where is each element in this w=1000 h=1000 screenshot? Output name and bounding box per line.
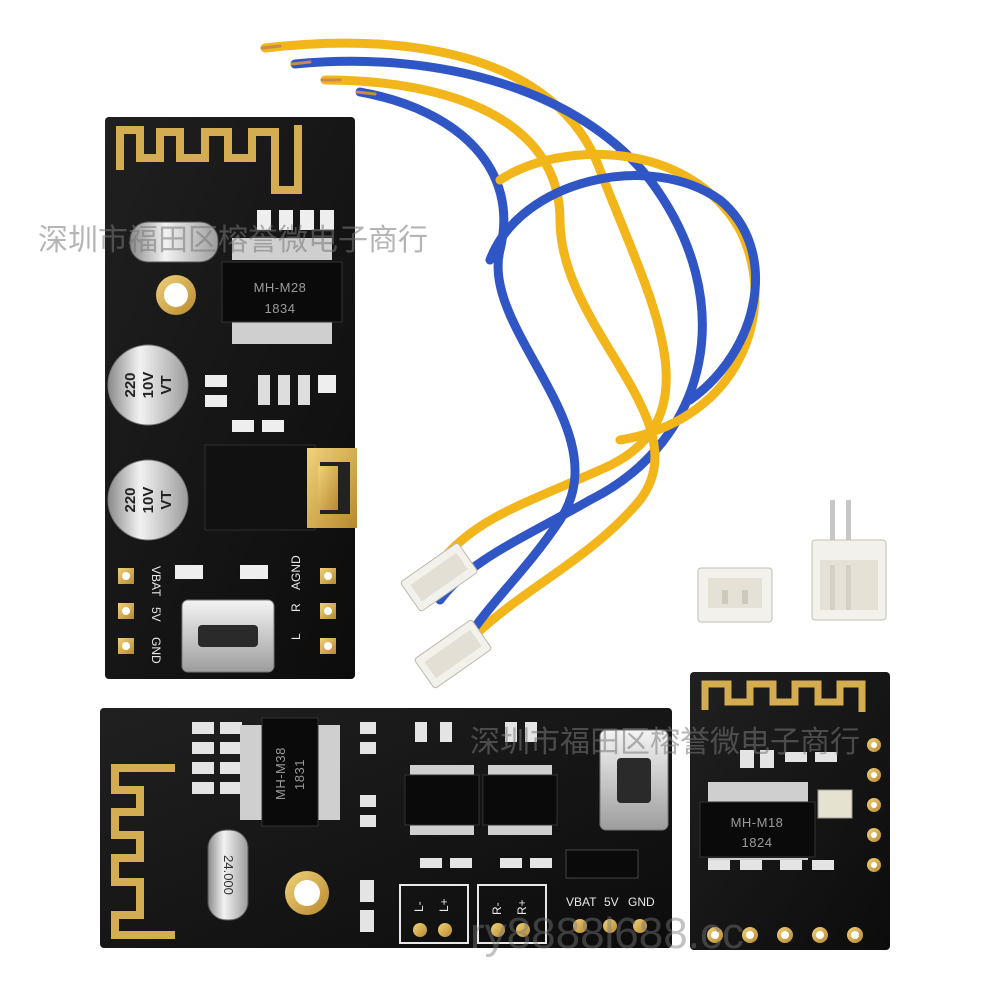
m38-regulator: [565, 849, 639, 879]
m28-capacitor-2: 220 10V VT: [107, 459, 189, 541]
m28-chip: [221, 261, 343, 323]
wire-blue-2: [355, 87, 580, 665]
m28-micro-usb: [181, 599, 275, 673]
m28-cap1-code: VT: [158, 375, 175, 394]
m28-capacitor-1: 220 10V VT: [107, 344, 189, 426]
m28-board: MH-M28 1834 220 10V VT 220 10V VT: [105, 117, 357, 679]
wire-yellow-1: [260, 38, 671, 580]
m28-smd-top: [257, 210, 334, 230]
m38-chip: [261, 717, 319, 827]
m28-crystal: [129, 221, 219, 263]
m38-pads: [413, 919, 647, 937]
m38-smd-left: [192, 722, 242, 794]
m28-pin-label-gnd: GND: [149, 637, 163, 664]
m38-micro-usb: [599, 729, 669, 831]
m28-smd-mid: [205, 375, 336, 432]
m38-right-channel-box: [477, 884, 547, 944]
wire-blue-3: [485, 171, 761, 405]
m38-pin-label-5v: 5V: [604, 895, 619, 909]
m38-pin-label-vbat: VBAT: [566, 895, 597, 909]
m28-chip-model: MH-M28: [254, 280, 307, 295]
m38-left-channel-box: [399, 884, 469, 944]
m28-cap2-code: VT: [158, 490, 175, 509]
wire-connector-2: [414, 619, 492, 689]
m28-pin-label-vbat: VBAT: [149, 566, 163, 597]
m28-audio-jack: [204, 444, 357, 531]
m28-chip-pins: [232, 238, 332, 344]
m38-chip-date: 1831: [292, 759, 307, 790]
m38-antenna: [111, 764, 175, 939]
m38-label-l-minus: L-: [412, 901, 426, 912]
m38-board: MH-M38 1831 24.000: [100, 708, 672, 948]
m38-label-l-plus: L+: [437, 898, 451, 912]
m28-cap2-value: 220: [122, 487, 139, 512]
m28-audio-label-l: L: [289, 633, 303, 640]
m18-antenna: [701, 680, 866, 712]
m18-smd: [708, 750, 837, 870]
m28-pin-label-5v: 5V: [149, 607, 163, 622]
watermark-bottom: 深圳市福田区榕誉微电子商行: [470, 725, 860, 760]
m38-label-r-plus: R+: [515, 899, 529, 915]
watermark-top: 深圳市福田区榕誉微电子商行: [38, 223, 428, 258]
m38-amp-chip-left: [404, 765, 480, 835]
m28-chip-date: 1834: [265, 301, 296, 316]
wire-connector-1: [400, 542, 478, 612]
wire-blue-1: [290, 56, 707, 605]
loose-connector-male: [811, 500, 887, 621]
m18-chip-model: MH-M18: [731, 815, 784, 830]
m38-chip-model: MH-M38: [273, 747, 288, 800]
m38-crystal-label: 24.000: [221, 855, 236, 895]
m38-label-r-minus: R-: [490, 902, 504, 915]
m38-smd-mid: [360, 722, 552, 932]
m38-chip-pins: [240, 725, 340, 820]
m18-board: MH-M18 1824: [690, 672, 890, 950]
m38-amp-chip-right: [482, 765, 558, 835]
m28-cap2-voltage: 10V: [140, 487, 157, 514]
m28-cap1-value: 220: [122, 372, 139, 397]
m28-pin-header-right: [320, 568, 336, 654]
m28-audio-label-agnd: AGND: [289, 555, 303, 590]
m18-crystal: [817, 789, 853, 819]
m28-pin-header-left: [118, 568, 134, 654]
watermark-bottom-en: ry8888l688.cc: [470, 909, 744, 958]
m28-antenna: [116, 125, 302, 194]
m28-cap1-voltage: 10V: [140, 372, 157, 399]
m18-bottom-pads: [707, 927, 863, 943]
jumper-wires: [260, 38, 761, 665]
m18-chip: [699, 801, 816, 858]
m18-chip-pins: [708, 782, 808, 860]
m38-crystal: 24.000: [207, 829, 249, 921]
m18-side-pads: [867, 738, 881, 872]
wire-yellow-2: [320, 75, 660, 645]
m18-chip-date: 1824: [742, 835, 773, 850]
m38-pin-label-gnd: GND: [628, 895, 655, 909]
m28-audio-label-r: R: [289, 603, 303, 612]
loose-connector-female: [697, 567, 773, 623]
